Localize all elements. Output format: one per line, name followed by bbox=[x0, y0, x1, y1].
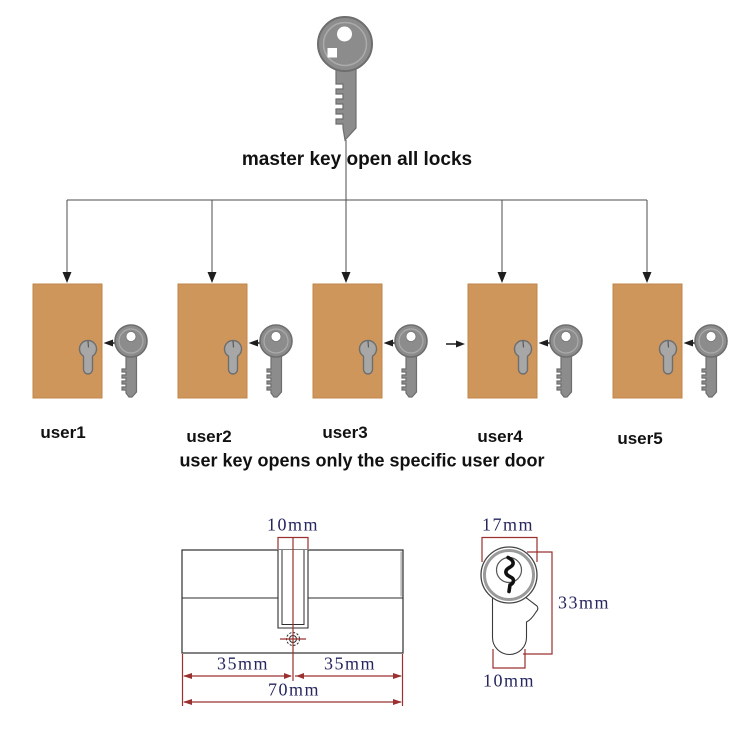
door-unit-user2 bbox=[178, 284, 292, 398]
front-dim-total: 70mm bbox=[267, 679, 321, 700]
profile-dim-height: 33mm bbox=[557, 592, 611, 613]
front-dimension-arrows bbox=[183, 673, 402, 705]
profile-dim-diameter: 17mm bbox=[481, 514, 535, 535]
user5-label: user5 bbox=[617, 429, 663, 448]
arrow-down-icon bbox=[62, 272, 72, 283]
front-dim-top: 10mm bbox=[266, 514, 320, 535]
user3-label: user3 bbox=[322, 423, 368, 442]
master-caption: master key open all locks bbox=[241, 149, 473, 170]
cylinder-profile-view bbox=[480, 536, 553, 669]
master-key-icon bbox=[317, 16, 373, 142]
profile-dimension-lines bbox=[481, 536, 553, 669]
edge-shading bbox=[400, 551, 403, 597]
arrow-down-icon bbox=[341, 272, 351, 283]
door-unit-user5 bbox=[613, 284, 727, 398]
connector-tree bbox=[66, 140, 648, 273]
front-dimension-lines bbox=[181, 536, 404, 706]
front-dim-left: 35mm bbox=[216, 653, 270, 674]
arrow-down-icons bbox=[62, 272, 652, 283]
user4-label: user4 bbox=[477, 427, 523, 446]
arrow-down-icon bbox=[497, 272, 507, 283]
keyway-icon bbox=[504, 555, 516, 594]
door-unit-user1 bbox=[33, 284, 147, 398]
user2-label: user2 bbox=[186, 427, 232, 446]
arrow-down-icon bbox=[207, 272, 217, 283]
door-unit-user3 bbox=[313, 284, 427, 398]
profile-dim-body: 10mm bbox=[482, 670, 536, 691]
door-unit-user4 bbox=[468, 284, 582, 398]
front-dim-right: 35mm bbox=[323, 653, 377, 674]
arrow-right-icon bbox=[446, 340, 465, 348]
cylinder-front-view bbox=[181, 536, 404, 706]
subtitle: user key opens only the specific user do… bbox=[179, 450, 545, 471]
arrow-down-icon bbox=[642, 272, 652, 283]
user1-label: user1 bbox=[40, 423, 86, 442]
